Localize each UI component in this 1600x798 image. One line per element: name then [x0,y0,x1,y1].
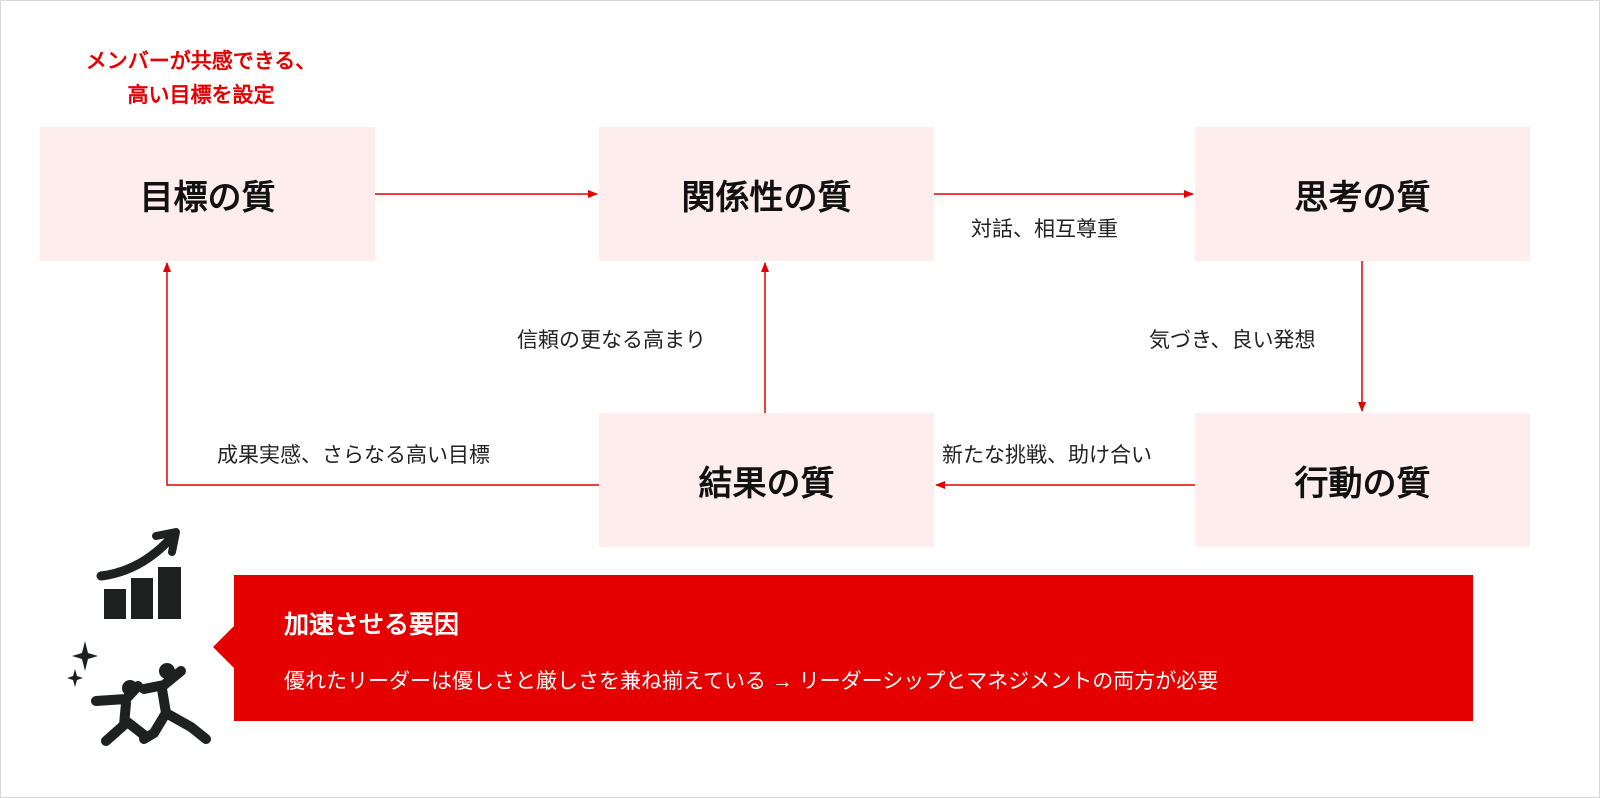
goal-note-line-2: 高い目標を設定 [127,84,275,107]
box-result-quality: 結果の質 [599,413,934,547]
arrow-result-to-goal [163,262,599,486]
label-result-to-relation: 信頼の更なる高まり [517,329,706,352]
label-result-to-goal: 成果実感、さらなる高い目標 [217,444,490,467]
accelerating-factor-banner: 加速させる要因 優れたリーダーは優しさと厳しさを兼ね揃えている → リーダーシッ… [234,575,1473,721]
running-people-icon [67,641,211,746]
goal-note: メンバーが共感できる、 高い目標を設定 [41,45,361,113]
box-thinking-quality: 思考の質 [1195,127,1530,261]
goal-note-line-1: メンバーが共感できる、 [85,50,317,73]
box-goal-quality: 目標の質 [40,127,375,261]
label-relation-to-thinking: 対話、相互尊重 [971,218,1118,241]
banner-body: 優れたリーダーは優しさと厳しさを兼ね揃えている → リーダーシップとマネジメント… [284,670,1219,693]
label-thinking-to-action: 気づき、良い発想 [1149,329,1316,352]
box-action-quality: 行動の質 [1195,413,1530,547]
banner-title: 加速させる要因 [284,611,460,639]
growth-chart-icon [96,528,181,619]
banner-pointer [213,625,235,669]
box-relation-quality: 関係性の質 [599,127,934,261]
label-action-to-result: 新たな挑戦、助け合い [942,444,1152,467]
